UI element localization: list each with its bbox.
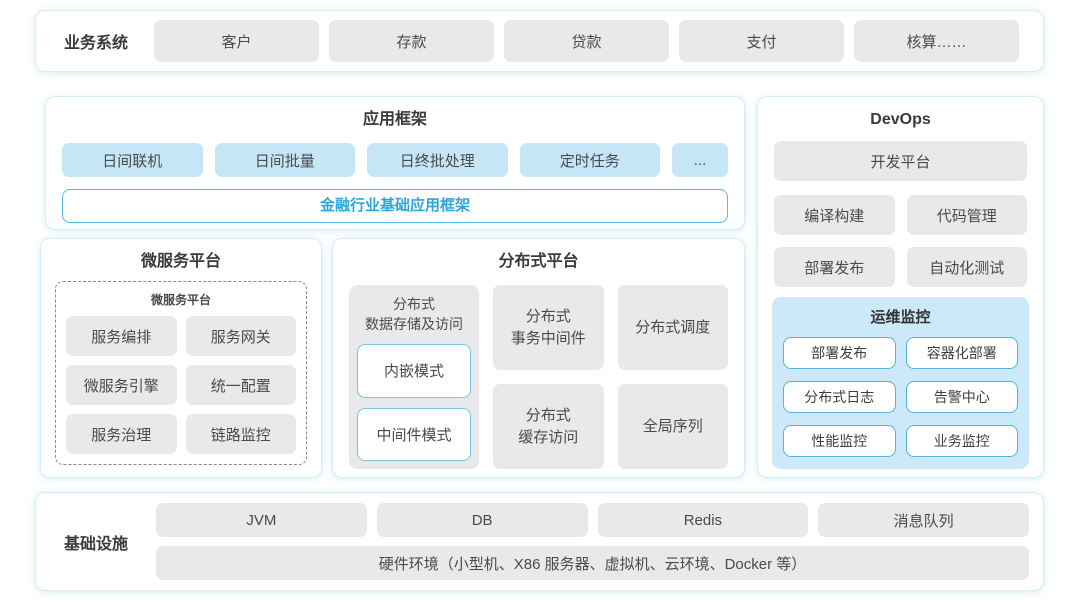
infrastructure-row: JVM DB Redis 消息队列 — [156, 503, 1029, 537]
infra-item-jvm: JVM — [156, 503, 367, 537]
microservice-grid: 服务编排 服务网关 微服务引擎 统一配置 服务治理 链路监控 — [66, 316, 296, 454]
app-framework-title: 应用框架 — [362, 111, 427, 128]
devops-title: DevOps — [870, 111, 931, 128]
finance-base-framework-bar: 金融行业基础应用框架 — [62, 189, 728, 223]
business-item-accounting: 核算…… — [854, 20, 1019, 62]
devops-panel: DevOps 开发平台 编译构建 代码管理 部署发布 自动化测试 运维监控 部署… — [757, 96, 1044, 478]
business-layer-panel: 业务系统 客户 存款 贷款 支付 核算…… — [35, 10, 1044, 72]
af-item-more: ... — [672, 143, 728, 177]
dist-data-storage-title: 分布式 数据存储及访问 — [365, 296, 463, 332]
mon-item-deploy-release: 部署发布 — [783, 337, 896, 369]
mon-item-performance-monitoring: 性能监控 — [783, 425, 896, 457]
af-item-eod-batch: 日终批处理 — [367, 143, 508, 177]
devops-item-automated-testing: 自动化测试 — [906, 247, 1027, 287]
dist-cache-access-box: 分布式 缓存访问 — [493, 384, 604, 469]
infrastructure-label: 基础设施 — [63, 535, 128, 553]
microservice-platform-panel: 微服务平台 微服务平台 服务编排 服务网关 微服务引擎 统一配置 服务治理 链路… — [40, 238, 322, 478]
app-framework-items-row: 日间联机 日间批量 日终批处理 定时任务 ... — [62, 143, 728, 177]
ms-item-service-gateway: 服务网关 — [185, 316, 296, 356]
infra-item-redis: Redis — [597, 503, 809, 537]
dist-transaction-middleware-box: 分布式 事务中间件 — [493, 285, 604, 370]
dist-scheduling-box: 分布式调度 — [617, 285, 728, 370]
app-framework-panel: 应用框架 日间联机 日间批量 日终批处理 定时任务 ... 金融行业基础应用框架 — [45, 96, 745, 230]
mon-item-business-monitoring: 业务监控 — [905, 425, 1018, 457]
global-sequence-box: 全局序列 — [617, 384, 728, 469]
embedded-mode-box: 内嵌模式 — [357, 344, 471, 398]
ms-item-service-orchestration: 服务编排 — [66, 316, 177, 356]
business-layer-label: 业务系统 — [63, 35, 128, 52]
ms-item-microservice-engine: 微服务引擎 — [66, 365, 177, 405]
business-item-payment: 支付 — [679, 20, 844, 62]
infra-item-message-queue: 消息队列 — [818, 503, 1029, 537]
mon-item-distributed-logging: 分布式日志 — [783, 381, 896, 413]
distributed-platform-title: 分布式平台 — [498, 253, 579, 270]
microservice-inner-box: 微服务平台 服务编排 服务网关 微服务引擎 统一配置 服务治理 链路监控 — [55, 281, 307, 465]
mon-item-containerized-deployment: 容器化部署 — [905, 337, 1018, 369]
devops-item-deploy-release: 部署发布 — [774, 247, 895, 287]
infrastructure-panel: 基础设施 JVM DB Redis 消息队列 硬件环境（小型机、X86 服务器、… — [35, 492, 1044, 591]
infra-item-db: DB — [376, 503, 588, 537]
ms-item-service-governance: 服务治理 — [66, 414, 177, 454]
mon-item-alert-center: 告警中心 — [905, 381, 1018, 413]
af-item-scheduled-task: 定时任务 — [519, 143, 660, 177]
hardware-environment-bar: 硬件环境（小型机、X86 服务器、虚拟机、云环境、Docker 等） — [156, 546, 1029, 580]
dist-data-storage-box: 分布式 数据存储及访问 内嵌模式 中间件模式 — [349, 285, 479, 469]
business-item-loan: 贷款 — [504, 20, 669, 62]
infrastructure-content: JVM DB Redis 消息队列 硬件环境（小型机、X86 服务器、虚拟机、云… — [156, 503, 1029, 580]
ops-monitoring-panel: 运维监控 部署发布 容器化部署 分布式日志 告警中心 性能监控 业务监控 — [772, 297, 1029, 469]
devops-item-code-management: 代码管理 — [906, 195, 1027, 235]
devops-item-compile-build: 编译构建 — [774, 195, 895, 235]
microservice-inner-title: 微服务平台 — [150, 293, 211, 307]
ms-item-trace-monitoring: 链路监控 — [185, 414, 296, 454]
middleware-mode-box: 中间件模式 — [357, 407, 471, 461]
af-item-daytime-batch: 日间批量 — [214, 143, 355, 177]
microservice-platform-title: 微服务平台 — [140, 253, 221, 270]
distributed-platform-panel: 分布式平台 分布式 数据存储及访问 内嵌模式 中间件模式 分布式 事务中间件 分… — [332, 238, 745, 478]
distributed-grid: 分布式 数据存储及访问 内嵌模式 中间件模式 分布式 事务中间件 分布式调度 分… — [349, 285, 728, 469]
af-item-daytime-online: 日间联机 — [62, 143, 203, 177]
ops-monitoring-title: 运维监控 — [870, 309, 931, 326]
dev-platform-box: 开发平台 — [774, 141, 1027, 181]
ops-monitoring-grid: 部署发布 容器化部署 分布式日志 告警中心 性能监控 业务监控 — [783, 337, 1018, 457]
devops-grid: 编译构建 代码管理 部署发布 自动化测试 — [774, 195, 1027, 287]
business-item-customer: 客户 — [154, 20, 319, 62]
ms-item-unified-config: 统一配置 — [185, 365, 296, 405]
business-item-deposit: 存款 — [329, 20, 494, 62]
